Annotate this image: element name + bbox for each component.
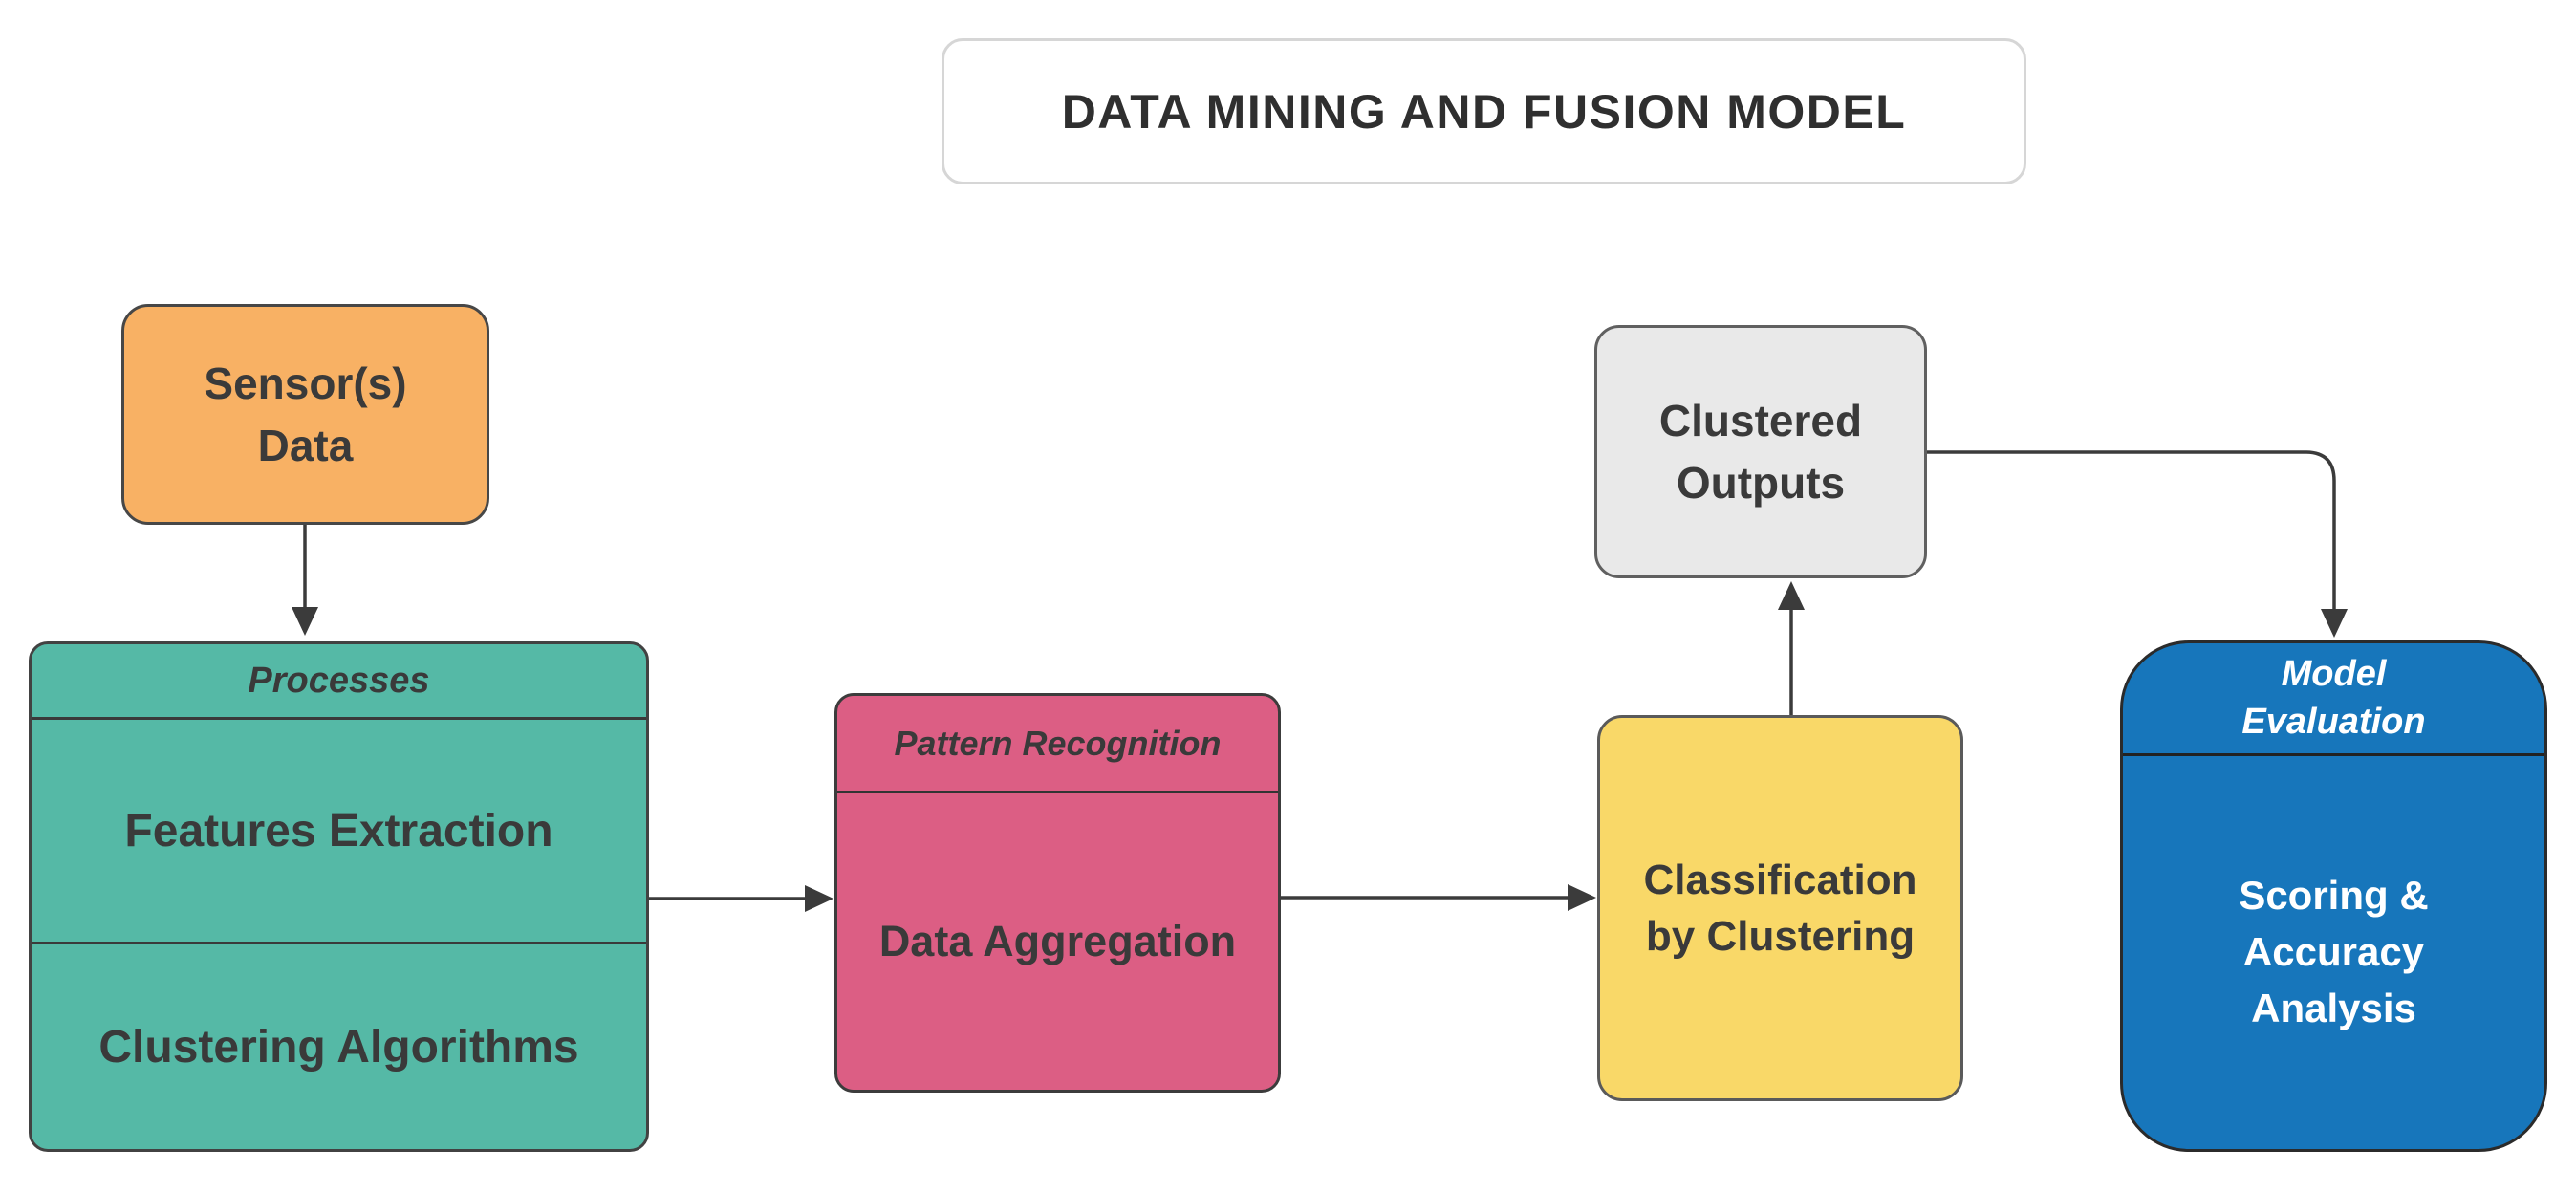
pattern-recognition-header-label: Pattern Recognition: [894, 723, 1222, 763]
model-evaluation-header-label: Model Evaluation: [2241, 654, 2426, 742]
node-model-evaluation: Model Evaluation Scoring & Accuracy Anal…: [2120, 640, 2547, 1152]
diagram-title: DATA MINING AND FUSION MODEL: [1061, 84, 1907, 139]
data-aggregation-label: Data Aggregation: [878, 917, 1237, 965]
clustered-outputs-label: Clustered Outputs: [1658, 396, 1863, 508]
node-pattern-recognition-body: Data Aggregation: [837, 791, 1278, 1090]
node-model-evaluation-body: Scoring & Accuracy Analysis: [2123, 753, 2544, 1149]
node-processes: Processes Features Extraction Clustering…: [29, 641, 649, 1152]
node-processes-header-label: Processes: [248, 660, 430, 701]
node-pattern-recognition: Pattern Recognition Data Aggregation: [834, 693, 1281, 1093]
clustering-algorithms-label: Clustering Algorithms: [98, 1021, 579, 1073]
node-model-evaluation-header: Model Evaluation: [2123, 643, 2544, 753]
scoring-accuracy-analysis-label: Scoring & Accuracy Analysis: [2239, 873, 2429, 1030]
diagram-title-box: DATA MINING AND FUSION MODEL: [942, 38, 2026, 184]
classification-by-clustering-label: Classification by Clustering: [1643, 856, 1917, 960]
node-processes-row-features-extraction: Features Extraction: [32, 717, 646, 942]
node-classification-by-clustering: Classification by Clustering: [1597, 715, 1963, 1101]
node-sensor-data: Sensor(s) Data: [121, 304, 489, 525]
arrow-outputs-to-modeleval: [1927, 450, 2348, 638]
node-sensor-data-label: Sensor(s) Data: [204, 358, 407, 470]
node-processes-header: Processes: [32, 644, 646, 717]
features-extraction-label: Features Extraction: [124, 805, 553, 857]
node-pattern-recognition-header: Pattern Recognition: [837, 696, 1278, 791]
node-processes-row-clustering-algorithms: Clustering Algorithms: [32, 942, 646, 1149]
node-clustered-outputs: Clustered Outputs: [1594, 325, 1927, 578]
